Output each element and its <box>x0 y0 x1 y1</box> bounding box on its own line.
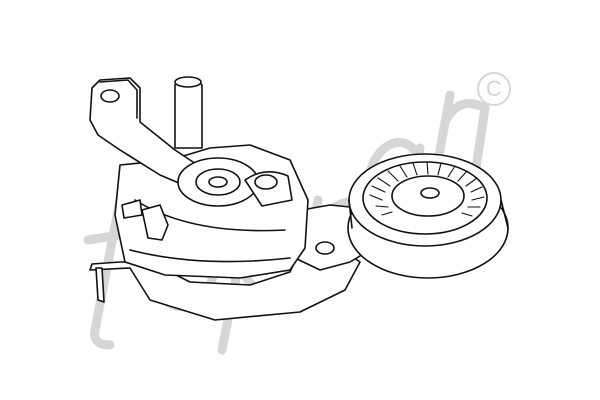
base-slot <box>95 267 105 303</box>
pulley-ribs <box>369 161 485 217</box>
pulley-center-hole <box>420 187 440 199</box>
top-boss <box>174 77 203 149</box>
left-clip <box>141 204 169 241</box>
arm-rivet <box>315 241 335 255</box>
bracket-bolt-hole <box>100 89 120 103</box>
pivot-hole <box>208 176 228 188</box>
copyright-mark: C <box>477 72 511 106</box>
